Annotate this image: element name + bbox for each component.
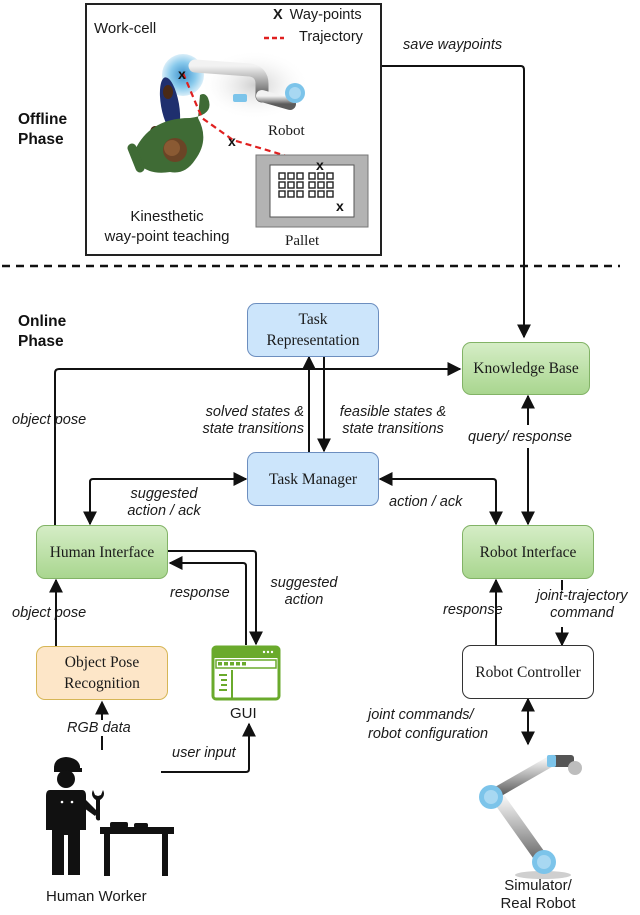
label-query-response: query/ response <box>468 429 572 445</box>
label-joint-commands-line2: robot configuration <box>368 726 489 742</box>
gui-label: GUI <box>230 705 257 722</box>
label-solved-states-line2: state transitions <box>202 421 304 437</box>
pallet-slot <box>278 190 286 198</box>
simulator-label-line2: Real Robot <box>500 895 576 912</box>
pallet-slot <box>287 181 295 189</box>
label-solved-states: solved states & state transitions <box>186 404 304 438</box>
simulator-label: Simulator/ Real Robot <box>492 877 584 913</box>
arrow-suggested-action-ack <box>83 472 248 526</box>
label-action-ack: action / ack <box>389 494 463 510</box>
robot-arm-illustration <box>479 754 582 879</box>
label-feasible-states-line2: state transitions <box>342 421 444 437</box>
node-task-representation-line2: Representation <box>266 332 360 349</box>
label-object-pose-top: object pose <box>12 412 87 428</box>
node-robot-controller[interactable]: Robot Controller <box>462 645 594 699</box>
label-suggested-action-ack-line1: suggested <box>130 486 198 502</box>
label-solved-states-line1: solved states & <box>205 404 304 420</box>
pallet-slot <box>317 190 325 198</box>
arrow-gui-response <box>168 556 247 645</box>
pallet-slot <box>278 172 286 180</box>
pallet-label: Pallet <box>285 233 320 249</box>
robot-label: Robot <box>268 123 305 139</box>
robot-topview-illustration <box>162 50 310 120</box>
node-object-pose-recognition[interactable]: Object Pose Recognition <box>36 646 168 700</box>
pallet-slot <box>287 190 295 198</box>
online-phase-line2: Phase <box>18 333 64 350</box>
label-suggested-action-ack-line2: action / ack <box>127 503 201 519</box>
node-object-pose-recognition-line1: Object Pose <box>64 654 140 671</box>
label-save-waypoints: save waypoints <box>403 37 503 53</box>
pallet-illustration <box>255 154 369 228</box>
simulator-label-line1: Simulator/ <box>504 877 572 894</box>
gui-icon <box>211 645 281 701</box>
legend-waypoints-label: Way-points <box>289 7 362 23</box>
pallet-slot <box>287 172 295 180</box>
teaching-label-line1: Kinesthetic <box>130 208 204 225</box>
label-feasible-states-line1: feasible states & <box>339 404 447 420</box>
arrow-suggested-action <box>168 550 263 646</box>
label-rgb-data: RGB data <box>67 720 131 736</box>
arrow-object-pose-to-knowledge-base <box>54 362 462 525</box>
pallet-slot <box>308 181 316 189</box>
label-suggested-action-line2: action <box>284 592 324 608</box>
pallet-slot <box>326 190 334 198</box>
pallet-slot <box>326 181 334 189</box>
pallet-slot <box>278 181 286 189</box>
legend-waypoints: X Way-points <box>273 7 362 24</box>
offline-phase-line2: Phase <box>18 131 64 148</box>
label-joint-commands-line1: joint commands/ <box>368 707 474 723</box>
work-cell-title: Work-cell <box>94 20 157 37</box>
online-phase-line1: Online <box>18 313 67 330</box>
human-worker-label: Human Worker <box>46 888 147 905</box>
waypoint-x-icon: X <box>273 7 283 23</box>
work-cell-panel <box>85 3 382 256</box>
node-task-representation[interactable]: Task Representation <box>247 303 379 357</box>
label-response-gui: response <box>170 585 230 601</box>
label-feasible-states: feasible states & state transitions <box>330 404 456 438</box>
label-joint-trajectory: joint-trajectory command <box>526 588 638 622</box>
node-knowledge-base[interactable]: Knowledge Base <box>462 342 590 395</box>
label-object-pose-bottom: object pose <box>12 605 87 621</box>
pallet-slot <box>317 181 325 189</box>
arrow-action-ack <box>378 472 503 526</box>
label-suggested-action: suggested action <box>265 575 343 609</box>
label-joint-commands: joint commands/ robot configuration <box>368 706 488 744</box>
label-response-robot: response <box>443 602 503 618</box>
node-human-interface[interactable]: Human Interface <box>36 525 168 579</box>
teaching-label-line2: way-point teaching <box>104 228 230 245</box>
offline-phase-line1: Offline <box>18 111 68 128</box>
label-suggested-action-ack: suggested action / ack <box>121 486 207 520</box>
node-object-pose-recognition-line2: Recognition <box>64 675 140 692</box>
label-joint-trajectory-line1: joint-trajectory <box>536 588 628 604</box>
human-worker-icon <box>46 757 174 876</box>
waypoint-marker: x <box>178 66 186 82</box>
pallet-slot <box>308 190 316 198</box>
waypoint-marker: x <box>228 133 236 149</box>
pallet-slot <box>317 172 325 180</box>
pallet-slot <box>308 172 316 180</box>
offline-phase-label: Offline Phase <box>18 110 67 150</box>
teaching-label: Kinesthetic way-point teaching <box>92 207 242 247</box>
arrow-user-input <box>161 722 256 773</box>
arrow-save-waypoints <box>382 65 531 339</box>
pallet-slot <box>296 190 304 198</box>
waypoint-marker: x <box>336 198 344 214</box>
node-robot-interface[interactable]: Robot Interface <box>462 525 594 579</box>
node-task-representation-line1: Task <box>298 311 328 328</box>
label-suggested-action-line1: suggested <box>270 575 338 591</box>
human-topview-illustration <box>127 77 210 173</box>
waypoint-marker: x <box>316 157 324 173</box>
legend-trajectory-label: Trajectory <box>299 29 363 45</box>
pallet-slot <box>296 181 304 189</box>
pallet-slot <box>326 172 334 180</box>
waypoint-markers: x x x x <box>178 66 344 214</box>
pallet-slot <box>296 172 304 180</box>
online-phase-label: Online Phase <box>18 312 66 352</box>
label-joint-trajectory-line2: command <box>550 605 614 621</box>
label-user-input: user input <box>172 745 236 761</box>
node-task-manager[interactable]: Task Manager <box>247 452 379 506</box>
